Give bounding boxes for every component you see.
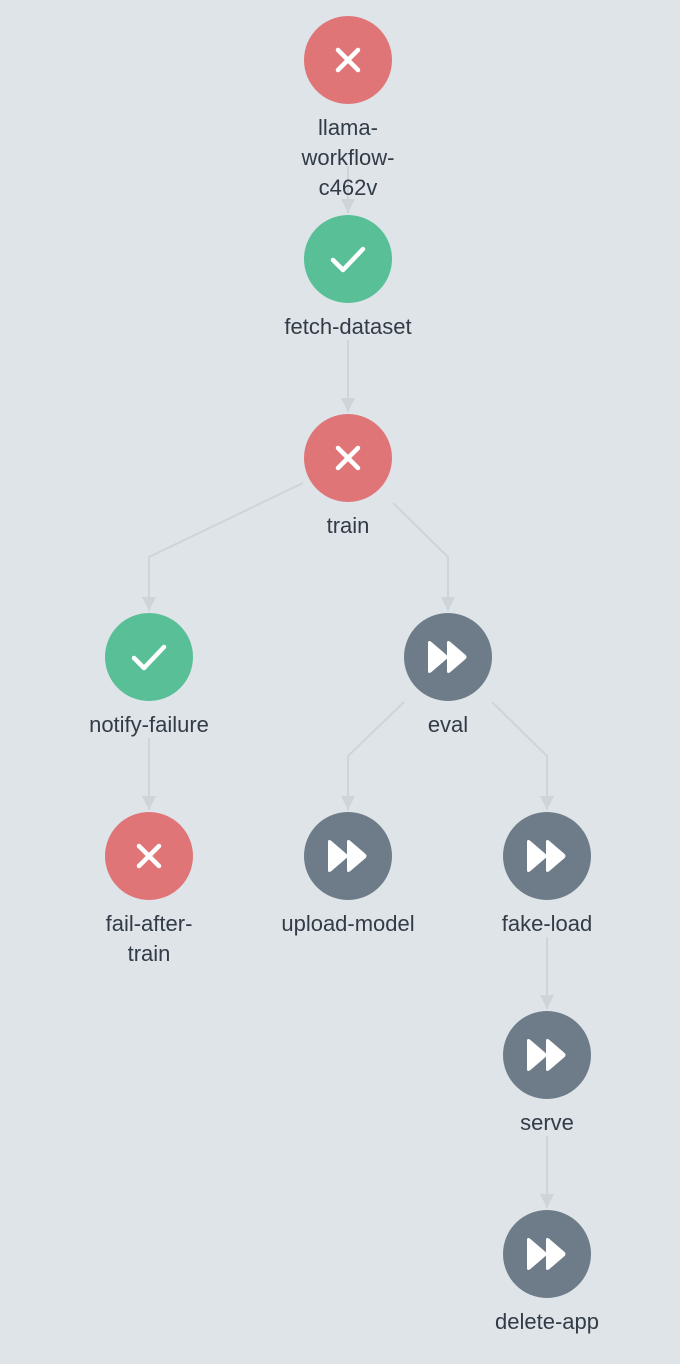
status-skipped-circle[interactable] [503,1210,591,1298]
status-succeeded-circle[interactable] [304,215,392,303]
node-fail-after-train[interactable]: fail-after-train [49,812,249,969]
node-label: fake-load [501,911,593,936]
status-failed-circle[interactable] [304,414,392,502]
fast-forward-icon [328,840,367,872]
edge-eval-to-upload-model [341,701,405,810]
status-skipped-circle[interactable] [304,812,392,900]
x-icon [335,47,361,73]
status-failed-circle[interactable] [105,812,193,900]
status-failed-circle[interactable] [304,16,392,104]
node-label: delete-app [495,1309,599,1334]
node-label: llama-workflow-c462v [301,115,395,200]
node-label: fail-after-train [105,911,193,966]
node-train[interactable]: train [248,414,448,541]
node-llama-workflow-c462v[interactable]: llama-workflow-c462v [248,16,448,203]
node-upload-model[interactable]: upload-model [248,812,448,939]
node-label: fetch-dataset [284,314,412,339]
fast-forward-icon [527,1039,566,1071]
x-icon [335,445,361,471]
node-fetch-dataset[interactable]: fetch-dataset [248,215,448,342]
node-delete-app[interactable]: delete-app [447,1210,647,1337]
node-label: upload-model [281,911,415,936]
node-label: notify-failure [89,712,209,737]
node-label: train [326,513,370,538]
fast-forward-icon [527,1238,566,1270]
node-notify-failure[interactable]: notify-failure [49,613,249,740]
fast-forward-icon [428,641,467,673]
node-serve[interactable]: serve [447,1011,647,1138]
status-skipped-circle[interactable] [404,613,492,701]
check-icon [131,644,167,671]
node-label: serve [520,1110,574,1135]
status-succeeded-circle[interactable] [105,613,193,701]
node-fake-load[interactable]: fake-load [447,812,647,939]
status-skipped-circle[interactable] [503,1011,591,1099]
edge-eval-to-fake-load [491,701,554,810]
x-icon [136,843,162,869]
check-icon [330,246,366,273]
edge-train-to-eval [392,502,455,611]
edge-train-to-notify-failure [142,482,304,611]
node-eval[interactable]: eval [348,613,548,740]
status-skipped-circle[interactable] [503,812,591,900]
fast-forward-icon [527,840,566,872]
node-label: eval [427,712,469,737]
